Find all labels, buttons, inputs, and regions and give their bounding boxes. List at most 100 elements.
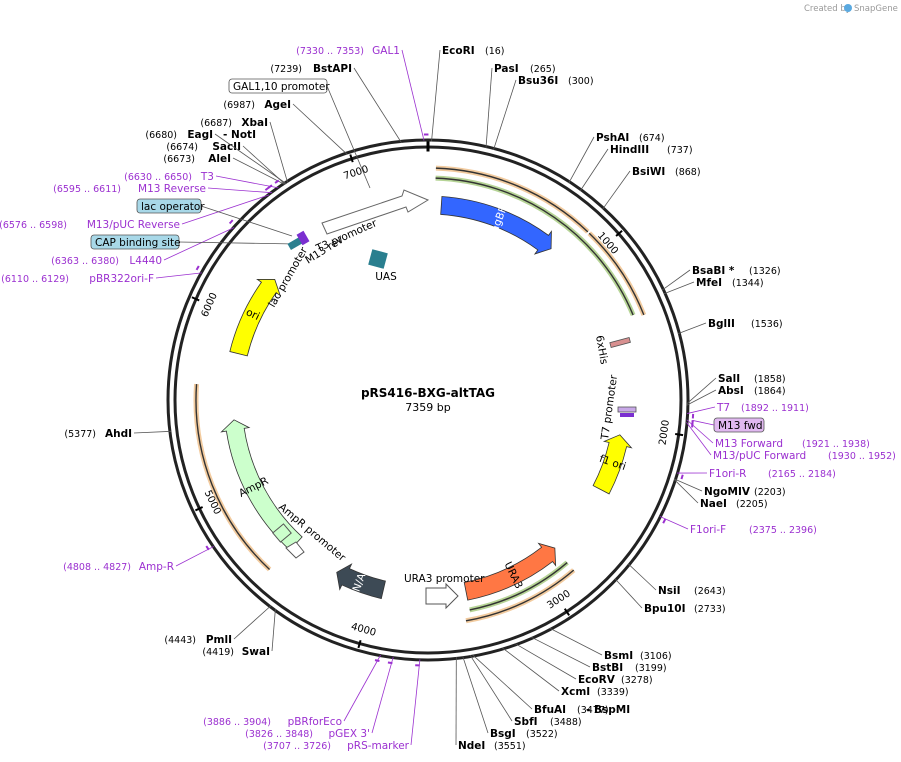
ura3-green-arc-line: [469, 562, 568, 611]
enzyme-site-pshai[interactable]: PshAI(674): [568, 132, 665, 184]
enzyme-name: BfuAI: [534, 704, 566, 716]
boxed-feature-leader-line: [326, 85, 371, 189]
enzyme-site-bsiwi[interactable]: BsiWI(868): [602, 166, 701, 210]
enzyme-site-ahdi[interactable]: AhdI (5377): [64, 428, 172, 440]
feature-ampr-arrow[interactable]: [220, 419, 303, 551]
primer-site-l4440[interactable]: L4440(6363 .. 6380): [51, 219, 235, 267]
enzyme-site-pasi[interactable]: PasI(265): [485, 63, 556, 149]
enzyme-site-bstapi[interactable]: BstAPI(7239): [270, 63, 402, 144]
boxed-feature-cap-binding-site[interactable]: CAP binding site: [90, 234, 297, 250]
enzyme-name: BsiWI: [632, 166, 665, 178]
enzyme-site-xbai[interactable]: XbaI(6687): [200, 117, 289, 184]
enzyme-name: AhdI: [105, 428, 132, 440]
enzyme-site-sali[interactable]: SalI(1858): [686, 373, 786, 405]
enzyme-site-bfuai[interactable]: BfuAI (3477): [472, 654, 609, 716]
enzyme-site-bsgi[interactable]: BsgI(3522): [462, 656, 558, 740]
credit-brand: SnapGene: [854, 4, 898, 14]
primer-mark: [274, 179, 280, 184]
primer-site-prs-marker[interactable]: pRS-marker(3707 .. 3726): [263, 659, 421, 752]
enzyme-name: HindIII: [610, 144, 649, 156]
enzyme-site-naei[interactable]: NaeI(2205): [673, 479, 768, 510]
primer-leader-line: [181, 194, 270, 225]
primer-site-f1ori-r[interactable]: F1ori-R(2165 .. 2184): [677, 468, 836, 480]
enzyme-leader-line: [133, 430, 172, 434]
enzyme-site-nsii[interactable]: NsiI(2643): [627, 563, 726, 597]
enzyme-position: (16): [485, 46, 505, 57]
primer-site-pgex-3-[interactable]: pGEX 3'(3826 .. 3848): [245, 657, 394, 740]
enzyme-site-swai[interactable]: SwaI(4419): [202, 608, 276, 658]
enzyme-site-ndei[interactable]: NdeI(3551): [455, 656, 526, 752]
primer-site-t3[interactable]: T3(6630 .. 6650): [124, 171, 280, 189]
primer-name: M13/pUC Forward: [713, 450, 806, 462]
enzyme-site-bglii[interactable]: BglII(1536): [677, 318, 783, 335]
enzyme-site-bsabi-[interactable]: BsaBI *(1326): [661, 265, 781, 291]
feature-cen-ars-arrow[interactable]: [336, 563, 386, 600]
enzyme-position: (265): [530, 64, 556, 75]
feature-f1-ori-arrow[interactable]: [592, 434, 633, 495]
t7-promoter-label: T7 promoter: [599, 374, 620, 442]
enzyme-site-bsu36i[interactable]: Bsu36I(300): [493, 75, 594, 151]
enzyme-site-bstbi[interactable]: BstBI(3199): [530, 636, 667, 674]
enzyme-site-ecorv[interactable]: EcoRV(3278): [514, 643, 653, 686]
primer-range: (1930 .. 1952): [828, 451, 896, 462]
enzyme-leader-line: [674, 478, 703, 492]
primer-site-pbr322ori-f[interactable]: pBR322ori-F(6110 .. 6129): [1, 265, 202, 285]
primer-site-m13-reverse[interactable]: M13 Reverse(6595 .. 6611): [53, 183, 273, 195]
enzyme-position: (300): [568, 76, 594, 87]
enzyme-name: AgeI: [264, 99, 291, 111]
ura3-promoter-arrow: [425, 582, 459, 610]
feature-tagbfp-arrow[interactable]: [440, 196, 552, 255]
primer-name: T3: [200, 171, 214, 183]
feature-ori-arrow[interactable]: [229, 278, 281, 357]
primer-mark: [662, 518, 667, 524]
enzyme-position: (1536): [751, 319, 783, 330]
enzyme-site-ecori[interactable]: EcoRI(16): [431, 45, 505, 142]
lac-promoter-label: lac promoter: [266, 245, 310, 310]
primer-leader-line: [410, 659, 421, 746]
enzyme-name: NsiI: [658, 585, 681, 597]
enzyme-site-hindiii[interactable]: HindIII(737): [579, 144, 693, 192]
enzyme-site-pmli[interactable]: PmlI(4443): [164, 605, 272, 646]
enzyme-site-agei[interactable]: AgeI(6987): [223, 99, 348, 155]
primer-site-gal1[interactable]: GAL1(7330 .. 7353): [296, 45, 429, 141]
enzyme-site-sbfi[interactable]: SbfI(3488): [469, 654, 582, 728]
boxed-feature-lac-operator[interactable]: lac operator: [136, 198, 293, 237]
enzyme-name: PmlI: [206, 634, 232, 646]
primer-site-m13-puc-forward[interactable]: M13/pUC Forward (1930 .. 1952): [686, 422, 896, 462]
primer-site-pbrforeco[interactable]: pBRforEco(3886 .. 3904): [203, 654, 381, 728]
scale-tick-label: 6000: [200, 291, 220, 319]
primer-site-amp-r[interactable]: Amp-R(4808 .. 4827): [63, 545, 214, 573]
enzyme-site-eagi[interactable]: EagI(6680): [145, 129, 287, 185]
enzyme-name: BsgI: [490, 728, 516, 740]
primer-name: pRS-marker: [347, 740, 410, 752]
enzyme-site-bpu10i[interactable]: Bpu10I(2733): [614, 578, 726, 615]
enzyme-position: (3278): [621, 675, 653, 686]
enzyme-position: (1864): [754, 386, 786, 397]
enzyme-position: (3477): [577, 705, 609, 716]
enzyme-site-xcmi[interactable]: XcmI(3339): [501, 647, 629, 698]
primer-site-m13-fwd[interactable]: M13 fwd: [691, 417, 765, 433]
enzyme-site-absi[interactable]: AbsI(1864): [686, 385, 786, 406]
enzyme-position: (4419): [202, 647, 234, 658]
enzyme-site-mfei[interactable]: MfeI(1344): [663, 277, 764, 295]
enzyme-leader-line: [232, 157, 286, 185]
primer-name: pBR322ori-F: [89, 273, 154, 285]
enzyme-site-ngomiv[interactable]: NgoMIV(2203): [674, 478, 786, 498]
enzyme-position: (3199): [635, 663, 667, 674]
primer-name: pGEX 3': [328, 728, 370, 740]
primer-site-t7[interactable]: T7(1892 .. 1911): [687, 402, 809, 419]
primer-site-m13-puc-reverse[interactable]: M13/pUC Reverse(6576 .. 6598): [0, 186, 270, 231]
enzyme-site-bspmi[interactable]: - BspMI: [586, 704, 630, 716]
enzyme-site-noti[interactable]: - NotI: [223, 129, 256, 141]
primer-name: GAL1: [372, 45, 400, 57]
enzyme-site-bsmi[interactable]: BsmI(3106): [549, 627, 672, 662]
primer-range: (2375 .. 2396): [749, 525, 817, 536]
boxed-feature-gal1-10-promoter[interactable]: GAL1,10 promoter: [228, 78, 371, 189]
enzyme-site-alei[interactable]: AleI(6673): [163, 153, 286, 185]
feature-ura3-arrow[interactable]: [463, 542, 557, 601]
primer-range: (3886 .. 3904): [203, 717, 271, 728]
enzyme-position: (5377): [64, 429, 96, 440]
primer-site-f1ori-f[interactable]: F1ori-F(2375 .. 2396): [659, 516, 817, 536]
enzyme-leader-line: [431, 49, 441, 142]
plasmid-length: 7359 bp: [405, 401, 450, 414]
